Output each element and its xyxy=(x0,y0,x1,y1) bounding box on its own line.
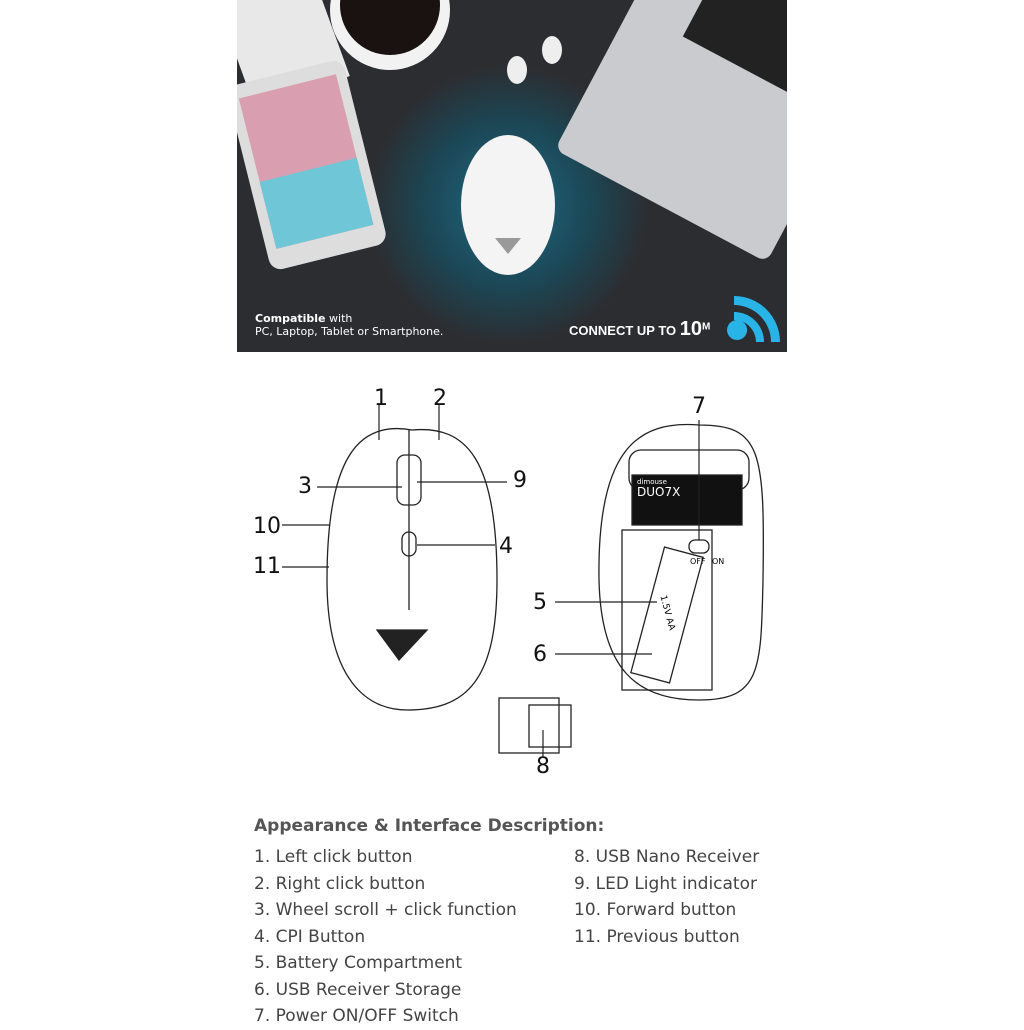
list-item: 9. LED Light indicator xyxy=(574,873,757,894)
desk-scene xyxy=(237,0,787,345)
list-item: 5. Battery Compartment xyxy=(254,953,463,973)
label-model: DUO7X xyxy=(637,485,681,499)
list-item: 3. Wheel scroll + click function xyxy=(254,900,517,920)
callout-5: 5 xyxy=(533,590,547,615)
callout-6: 6 xyxy=(533,642,547,667)
product-hero-photo: Compatible with PC, Laptop, Tablet or Sm… xyxy=(237,0,787,352)
callout-3: 3 xyxy=(298,474,312,499)
list-item: 6. USB Receiver Storage xyxy=(254,979,462,1000)
list-item: 8. USB Nano Receiver xyxy=(574,847,760,867)
description-right-list: 8. USB Nano Receiver 9. LED Light indica… xyxy=(574,844,759,950)
product-label xyxy=(631,474,743,526)
callout-7: 7 xyxy=(692,394,706,419)
laptop xyxy=(558,0,787,259)
connect-range-text: CONNECT UP TO 10M xyxy=(569,318,711,340)
label-brand: dimouse xyxy=(637,478,667,486)
list-item: 4. CPI Button xyxy=(254,926,366,947)
switch-on-label: ON xyxy=(712,557,725,566)
aa-battery xyxy=(630,546,704,684)
mouse-diagram: 1 2 3 4 5 6 7 8 9 10 11 dimouse DUO7X 1.… xyxy=(237,380,787,780)
description-left-list: 1. Left click button 2. Right click butt… xyxy=(254,844,517,1030)
switch-off-label: OFF xyxy=(690,557,706,566)
callout-9: 9 xyxy=(513,468,527,493)
mouse-line-drawing xyxy=(282,404,765,758)
callout-8: 8 xyxy=(536,754,550,779)
callout-11: 11 xyxy=(253,554,281,579)
callout-1: 1 xyxy=(374,386,388,411)
callout-2: 2 xyxy=(433,386,447,411)
list-item: 7. Power ON/OFF Switch xyxy=(254,1006,459,1026)
list-item: 10. Forward button xyxy=(574,900,737,920)
usb-receiver xyxy=(498,697,560,754)
list-item: 1. Left click button xyxy=(254,847,413,867)
list-item: 2. Right click button xyxy=(254,873,426,894)
mouse-photo xyxy=(461,135,555,275)
interface-description: Appearance & Interface Description: 1. L… xyxy=(254,816,794,1026)
wifi-signal-icon xyxy=(727,320,748,340)
compatibility-text: Compatible with PC, Laptop, Tablet or Sm… xyxy=(255,312,444,338)
list-item: 11. Previous button xyxy=(574,926,740,947)
callout-4: 4 xyxy=(499,534,513,559)
callout-10: 10 xyxy=(253,514,281,539)
description-title: Appearance & Interface Description: xyxy=(254,816,605,836)
earphones xyxy=(507,56,527,84)
